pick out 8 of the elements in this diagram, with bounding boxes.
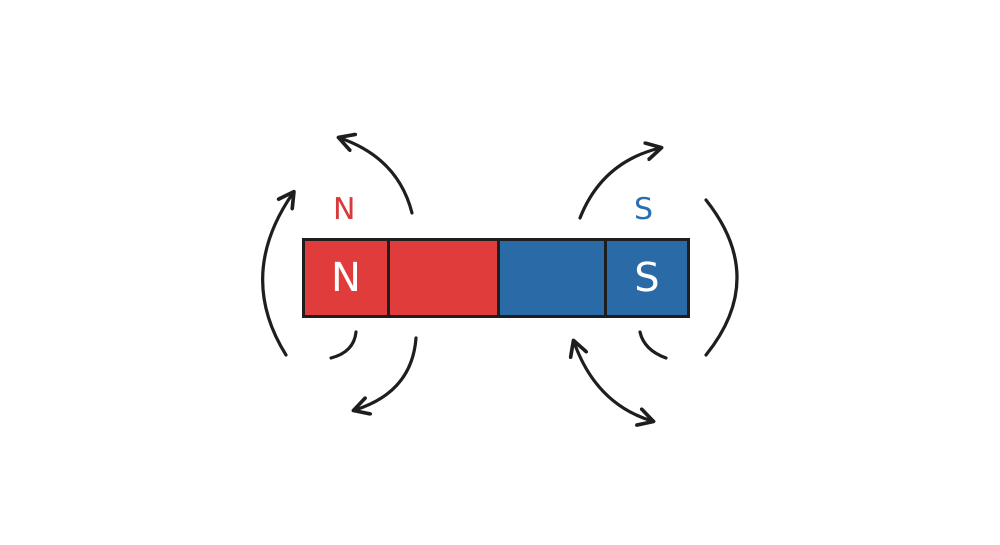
pole-label: N [333,195,356,225]
magnet-pole [604,238,690,318]
magnet-pole [302,238,390,318]
pole-letter: N [331,258,361,298]
magnet-segment [387,238,500,318]
pole-letter: S [634,258,660,298]
magnet-segment [497,238,607,318]
pole-label: S [634,195,654,225]
